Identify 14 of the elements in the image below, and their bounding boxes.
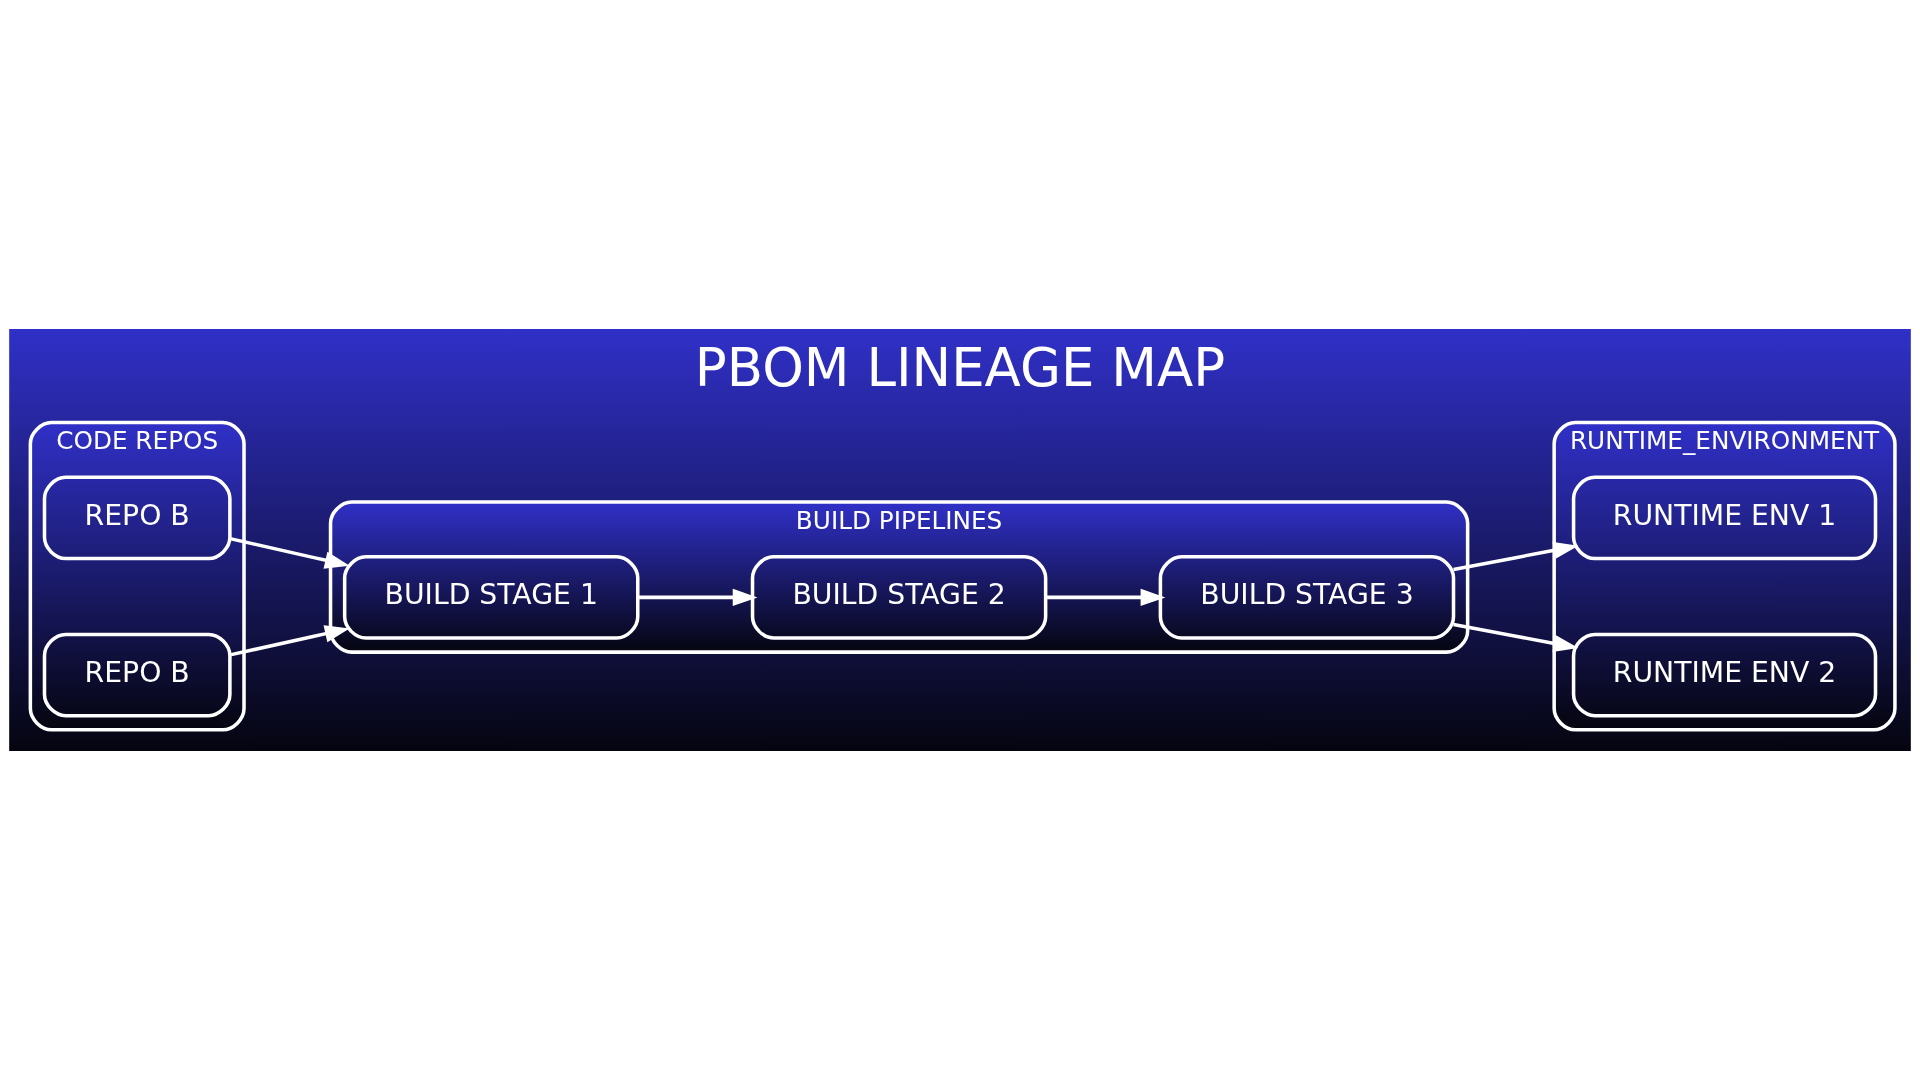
arrow bbox=[1045, 588, 1166, 607]
node-box: BUILD STAGE 3 bbox=[1158, 555, 1456, 640]
node-box: REPO B bbox=[42, 475, 232, 561]
arrow bbox=[637, 588, 758, 607]
arrow bbox=[229, 625, 350, 657]
arrow bbox=[1453, 541, 1579, 572]
node-box: RUNTIME ENV 1 bbox=[1571, 475, 1878, 561]
node-box: REPO B bbox=[42, 632, 232, 718]
diagram-title: PBOM LINEAGE MAP bbox=[694, 336, 1226, 398]
arrow bbox=[1453, 622, 1579, 652]
node-box: BUILD STAGE 1 bbox=[342, 555, 640, 640]
arrow bbox=[229, 536, 350, 569]
node-box: BUILD STAGE 2 bbox=[750, 555, 1048, 640]
node-box: RUNTIME ENV 2 bbox=[1571, 632, 1878, 718]
